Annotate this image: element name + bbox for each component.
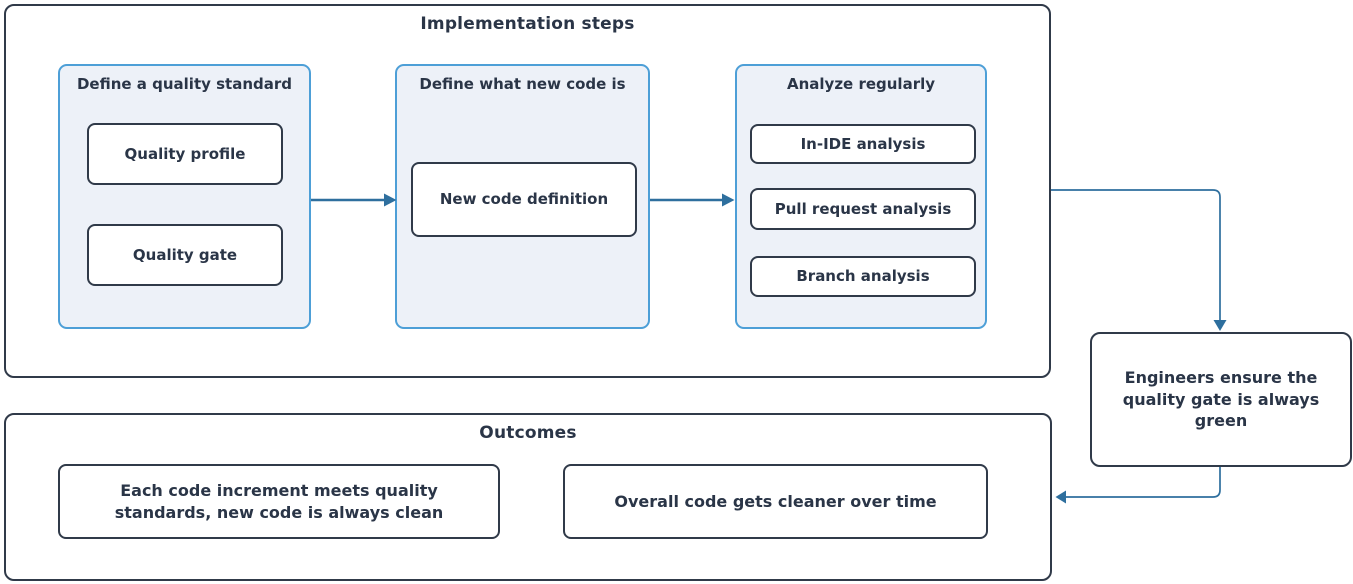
- node-branch-analysis: Branch analysis: [750, 256, 976, 297]
- panel-define-quality-standard-title: Define a quality standard: [76, 75, 293, 93]
- node-outcome-code-increment: Each code increment meets quality standa…: [58, 464, 500, 539]
- node-outcome-cleaner-over-time-label: Overall code gets cleaner over time: [614, 491, 937, 511]
- node-quality-profile: Quality profile: [87, 123, 283, 185]
- node-engineers-ensure-gate-green: Engineers ensure the quality gate is alw…: [1090, 332, 1352, 467]
- arrow-steps-to-engineers: [1051, 189, 1227, 331]
- outcomes-section: Outcomes Each code increment meets quali…: [4, 413, 1052, 581]
- panel-analyze-regularly-title: Analyze regularly: [786, 75, 936, 93]
- panel-define-new-code-title: Define what new code is: [419, 75, 626, 93]
- node-quality-gate: Quality gate: [87, 224, 283, 286]
- node-engineers-ensure-gate-green-label: Engineers ensure the quality gate is alw…: [1122, 368, 1320, 431]
- node-quality-gate-label: Quality gate: [132, 245, 238, 264]
- node-new-code-definition: New code definition: [411, 162, 637, 237]
- panel-define-new-code: Define what new code is New code definit…: [395, 64, 650, 329]
- node-branch-analysis-label: Branch analysis: [796, 267, 930, 286]
- node-in-ide-analysis-label: In-IDE analysis: [800, 134, 926, 153]
- node-pull-request-analysis-label: Pull request analysis: [774, 199, 952, 218]
- node-quality-profile-label: Quality profile: [124, 144, 246, 163]
- panel-define-quality-standard: Define a quality standard Quality profil…: [58, 64, 311, 329]
- node-outcome-cleaner-over-time: Overall code gets cleaner over time: [563, 464, 988, 539]
- implementation-steps-title: Implementation steps: [420, 14, 635, 34]
- arrow-engineers-to-outcomes: [1055, 467, 1221, 504]
- node-in-ide-analysis: In-IDE analysis: [750, 124, 976, 164]
- implementation-steps-section: Implementation steps Define a quality st…: [4, 4, 1051, 378]
- node-outcome-code-increment-label: Each code increment meets quality standa…: [114, 480, 444, 522]
- outcomes-title: Outcomes: [479, 423, 577, 443]
- node-pull-request-analysis: Pull request analysis: [750, 188, 976, 230]
- panel-analyze-regularly: Analyze regularly In-IDE analysis Pull r…: [735, 64, 987, 329]
- node-new-code-definition-label: New code definition: [439, 190, 609, 209]
